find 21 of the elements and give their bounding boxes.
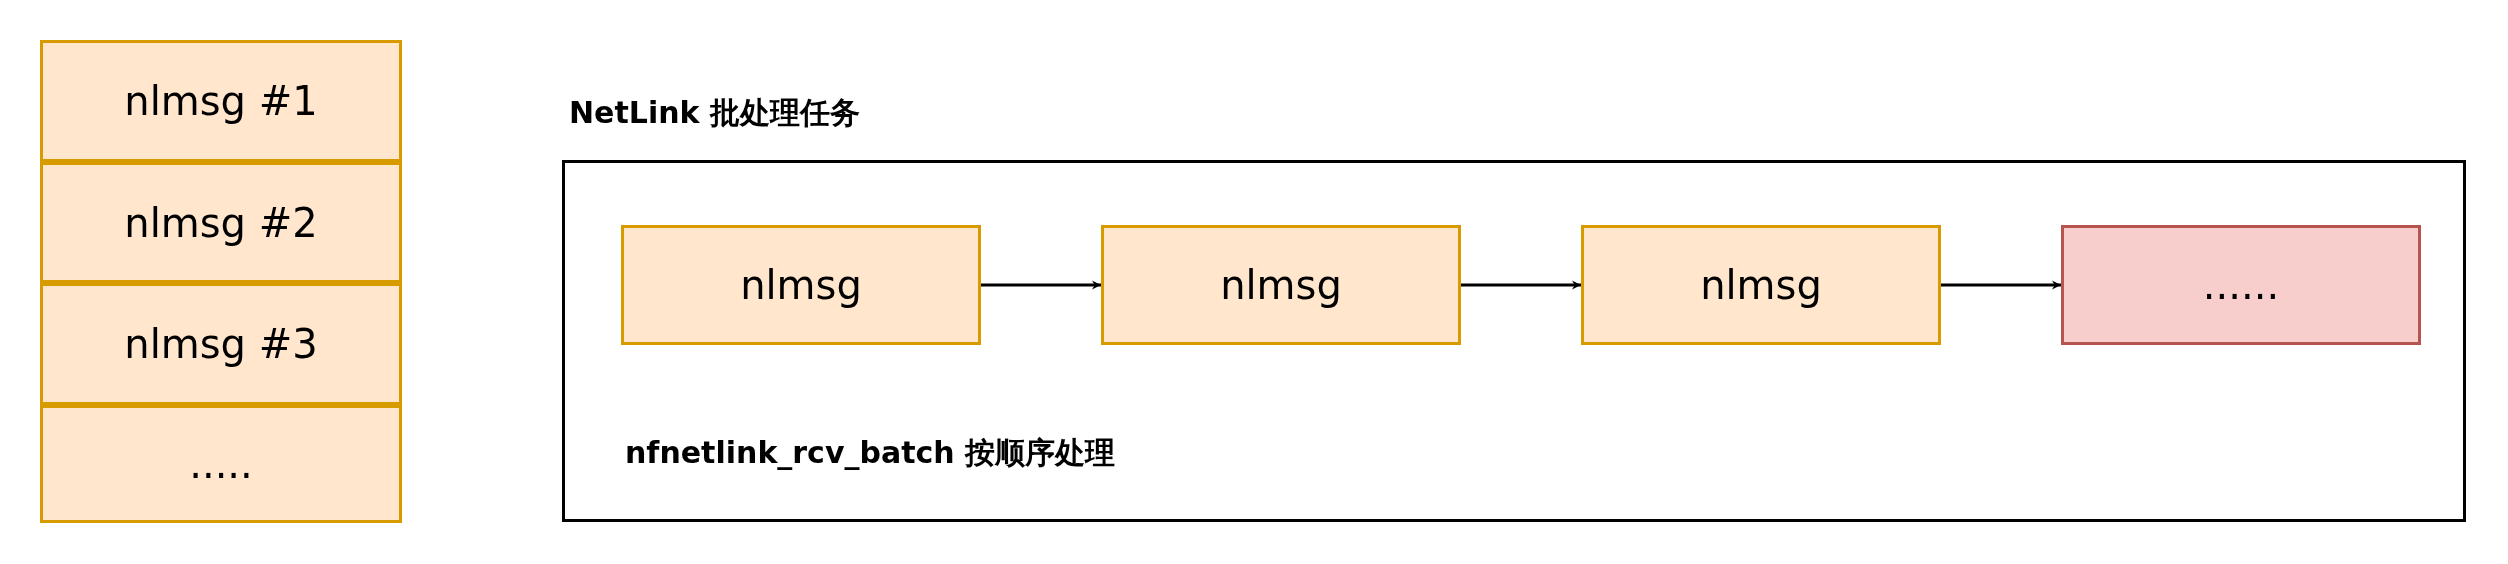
node-label: ...... <box>2202 262 2280 308</box>
message-box <box>1581 225 1941 345</box>
node-label: nlmsg <box>740 262 862 308</box>
arrow <box>1461 280 1581 290</box>
stack-cell <box>40 40 402 162</box>
node-label: ..... <box>189 441 253 487</box>
stack-cell <box>40 162 402 283</box>
caption-text: nfnetlink_rcv_batch 按顺序处理 <box>625 434 1116 472</box>
arrow <box>1941 280 2061 290</box>
arrow <box>981 280 1101 290</box>
node-label: nlmsg <box>1700 262 1822 308</box>
heading-text: NetLink 批处理任务 <box>569 94 860 132</box>
message-box <box>2061 225 2421 345</box>
node-label: nlmsg #1 <box>124 78 318 124</box>
stack-cell <box>40 405 402 523</box>
node-label: nlmsg #2 <box>124 199 318 246</box>
stack-cell <box>40 283 402 405</box>
node-label: nlmsg <box>1220 262 1342 308</box>
message-box <box>621 225 981 345</box>
node-label: nlmsg #3 <box>124 321 318 367</box>
message-box <box>1101 225 1461 345</box>
